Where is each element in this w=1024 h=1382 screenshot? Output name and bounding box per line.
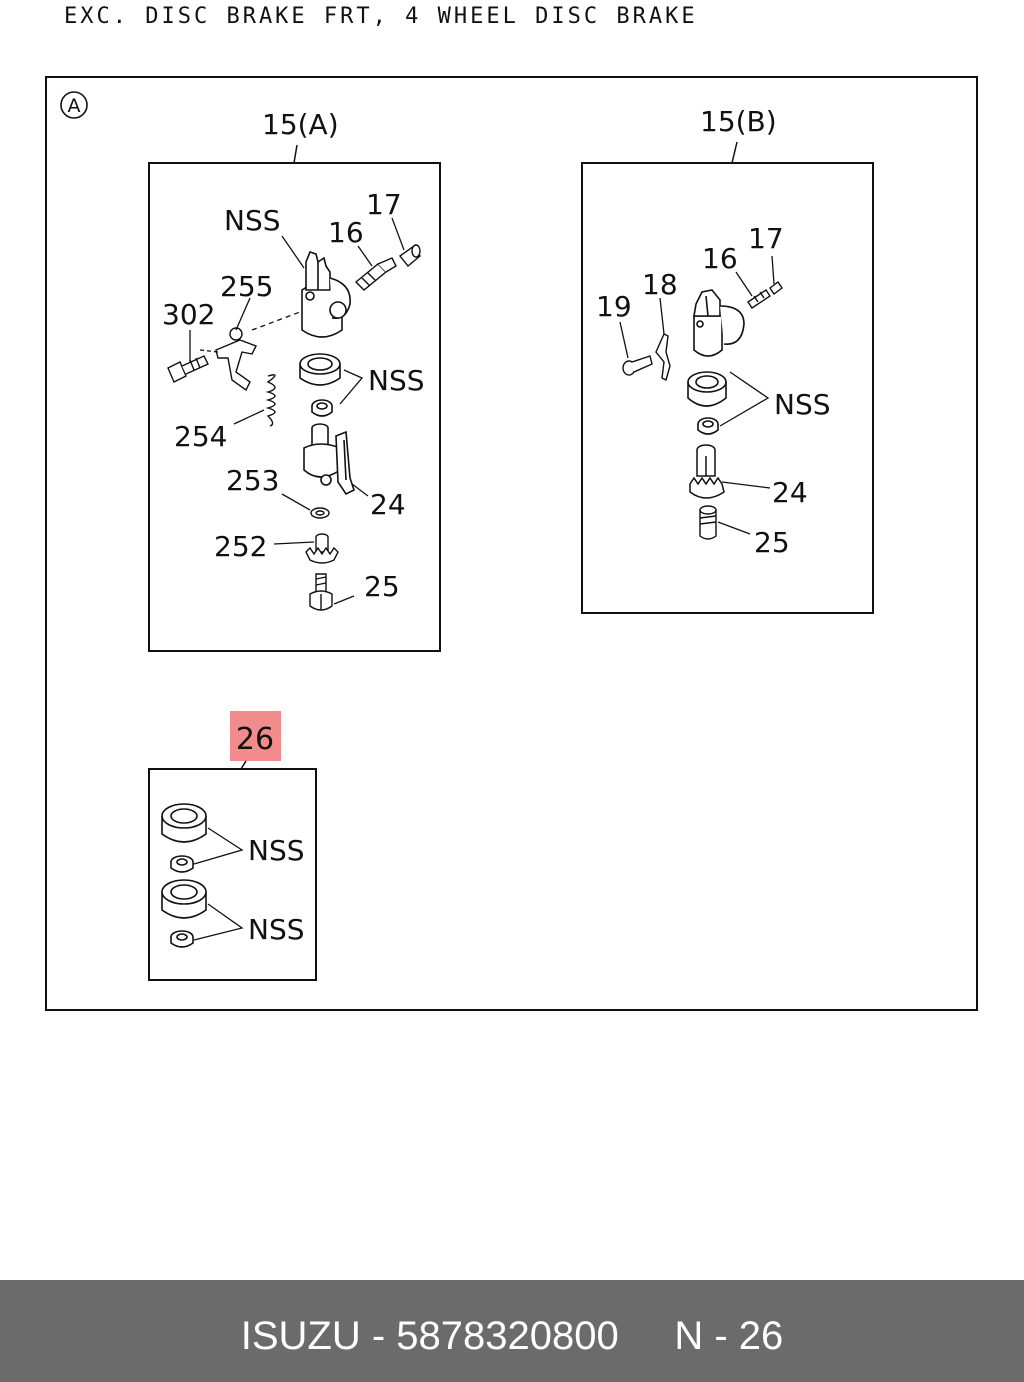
piston-24-b [689,444,725,499]
label-253-a[interactable]: 253 [226,464,279,497]
spring-254-a [265,374,276,427]
seal-kit-set-2 [161,879,207,948]
view-marker-a: A [60,91,88,119]
bracket-18-b [655,333,671,382]
seal-kit-set-1 [161,803,207,873]
bolt-302-a [167,355,209,383]
leaders-15a [189,217,405,605]
label-254-a[interactable]: 254 [174,420,227,453]
panel-15b-title[interactable]: 15(B) [700,105,777,138]
piston-seal-b [687,371,727,435]
label-18-b[interactable]: 18 [642,268,678,301]
caliper-body-b [693,289,745,357]
piston-24-a [303,423,355,496]
label-nss-a-seal[interactable]: NSS [368,364,425,397]
label-17-a[interactable]: 17 [366,188,402,221]
bleeder-screw-16-a [354,257,397,291]
part-26-highlight[interactable] [230,711,281,761]
panel-15a: 15(A) [148,108,441,652]
label-19-b[interactable]: 19 [596,290,632,323]
panel-26: 26 NSS NSS [148,711,317,981]
label-nss-a-top[interactable]: NSS [224,204,281,237]
label-17-b[interactable]: 17 [748,222,784,255]
leaders-15b [619,255,775,535]
label-nss-kit-1[interactable]: NSS [248,834,305,867]
adjuster-252-a [305,533,339,564]
diagram-title: EXC. DISC BRAKE FRT, 4 WHEEL DISC BRAKE [64,4,698,29]
caliper-body-a [301,251,351,338]
bracket-255-a [215,327,257,392]
piston-seal-a [299,353,341,417]
label-252-a[interactable]: 252 [214,530,267,563]
washer-253-a [310,507,330,519]
footer-bar [0,1280,1024,1382]
label-24-b[interactable]: 24 [772,476,808,509]
bleeder-cap-17-b [769,280,783,296]
label-302-a[interactable]: 302 [162,298,215,331]
view-marker-label: A [68,95,81,117]
label-24-a[interactable]: 24 [370,488,406,521]
panel-15a-title[interactable]: 15(A) [262,108,339,141]
label-nss-b[interactable]: NSS [774,388,831,421]
panel-15b-frame [581,162,874,614]
label-255-a[interactable]: 255 [220,270,273,303]
label-16-b[interactable]: 16 [702,242,738,275]
leaders-26 [193,827,244,941]
label-nss-kit-2[interactable]: NSS [248,913,305,946]
bleeder-cap-17-a [398,244,421,267]
bolt-19-b [622,355,653,376]
bleeder-screw-16-b [747,289,771,309]
label-16-a[interactable]: 16 [328,216,364,249]
panel-26-title[interactable]: 26 [236,722,274,757]
label-25-b[interactable]: 25 [754,526,790,559]
screw-25-b [699,505,717,540]
view-frame [45,76,978,1011]
screw-25-a [309,573,333,611]
panel-15b: 15(B) [581,105,874,614]
label-25-a[interactable]: 25 [364,570,400,603]
footer-part-reference: ISUZU - 5878320800 N - 26 [240,1314,784,1358]
panel-26-frame [148,768,317,981]
parts-diagram: A 15(A) [45,76,978,1011]
